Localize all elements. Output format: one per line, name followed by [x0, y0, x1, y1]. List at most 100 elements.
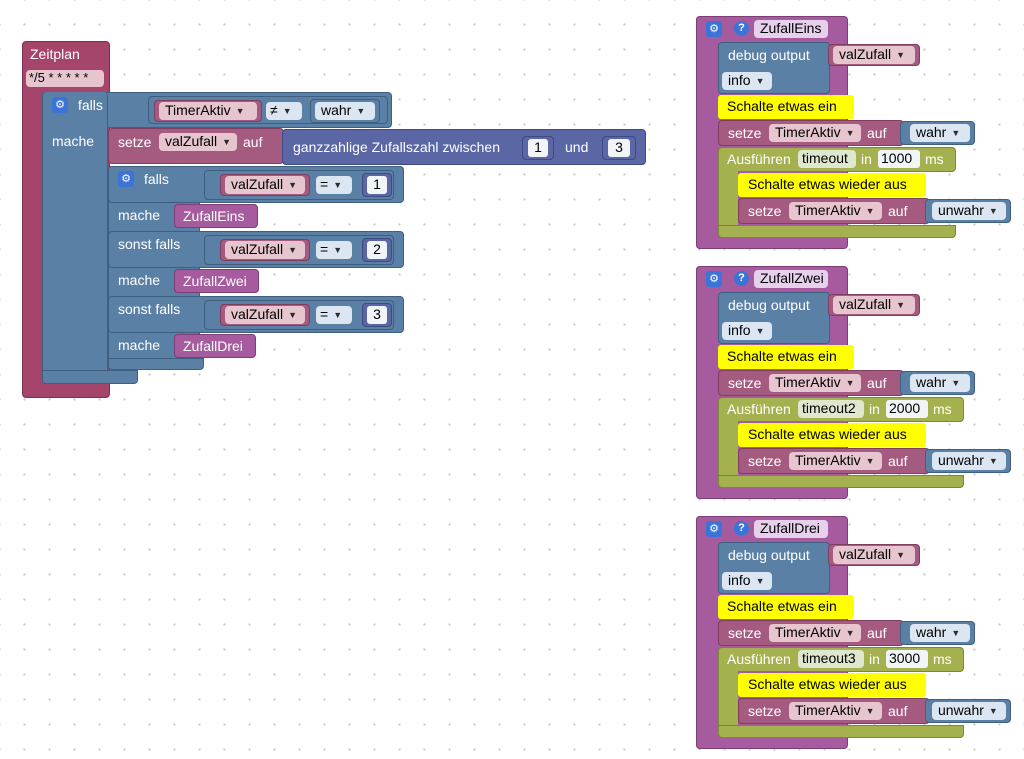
dropdown-arrow-icon: ▼ [235, 106, 245, 116]
set-var-field[interactable]: TimerAktiv▼ [769, 624, 861, 642]
set-var-field[interactable]: TimerAktiv▼ [789, 202, 882, 220]
set-value-field[interactable]: wahr▼ [910, 374, 970, 392]
function-spine [696, 16, 718, 249]
set-var-field[interactable]: valZufall▼ [159, 133, 237, 151]
set-var-field[interactable]: TimerAktiv▼ [789, 452, 882, 470]
set-value-field[interactable]: wahr▼ [910, 624, 970, 642]
dropdown-arrow-icon: ▼ [288, 245, 298, 255]
dropdown-arrow-icon: ▼ [988, 456, 998, 466]
inner-var-field-3[interactable]: valZufall▼ [225, 306, 305, 324]
set-label: setze [748, 703, 782, 719]
dropdown-arrow-icon: ▼ [896, 550, 906, 560]
function-spine [696, 266, 718, 499]
inner-value-field-3[interactable]: 3 [367, 306, 387, 324]
timeout-name-field[interactable]: timeout [798, 150, 856, 168]
set-value-field[interactable]: unwahr▼ [932, 202, 1006, 220]
timeout-ms-field[interactable]: 3000 [886, 650, 928, 668]
timeout-ms-field[interactable]: 2000 [886, 400, 928, 418]
inner-var-field-1[interactable]: valZufall▼ [225, 176, 305, 194]
function-spine [696, 516, 718, 749]
function-name-field[interactable]: ZufallDrei [754, 520, 828, 538]
dropdown-arrow-icon: ▼ [755, 76, 765, 86]
timeout-name-field[interactable]: timeout2 [798, 400, 864, 418]
dropdown-arrow-icon: ▼ [845, 628, 855, 638]
call-zufallzwei-block[interactable] [174, 269, 259, 293]
call-zufalleins-label: ZufallEins [183, 208, 245, 224]
gear-icon[interactable]: ⚙ [706, 271, 722, 287]
set-var-field[interactable]: TimerAktiv▼ [789, 702, 882, 720]
schedule-cron-field[interactable]: */5 * * * * * [26, 70, 104, 87]
debug-label: debug output [728, 547, 810, 563]
debug-level-field[interactable]: info▼ [722, 72, 772, 90]
set-label: setze [748, 203, 782, 219]
random-label: ganzzahlige Zufallszahl zwischen [293, 139, 500, 155]
dropdown-arrow-icon: ▼ [333, 180, 343, 190]
dropdown-arrow-icon: ▼ [951, 128, 961, 138]
debug-level-field[interactable]: info▼ [722, 572, 772, 590]
random-to-field[interactable]: 3 [608, 139, 630, 157]
inner-sonst-falls-label-1: sonst falls [118, 236, 181, 252]
inner-op-field-3[interactable]: =▼ [316, 306, 352, 324]
set-var-field[interactable]: TimerAktiv▼ [769, 374, 861, 392]
ms-label: ms [933, 401, 952, 417]
cond-op-field[interactable]: ≠▼ [266, 102, 302, 120]
dropdown-arrow-icon: ▼ [951, 378, 961, 388]
dropdown-arrow-icon: ▼ [865, 456, 875, 466]
dropdown-arrow-icon: ▼ [356, 106, 366, 116]
set-auf-label: auf [888, 453, 908, 469]
ms-label: ms [933, 651, 952, 667]
inner-op-field-1[interactable]: =▼ [316, 176, 352, 194]
inner-value-field-1[interactable]: 1 [367, 176, 387, 194]
set-var-field[interactable]: TimerAktiv▼ [769, 124, 861, 142]
set-value-field[interactable]: unwahr▼ [932, 452, 1006, 470]
question-icon[interactable]: ? [734, 271, 749, 286]
inner-value-field-2[interactable]: 2 [367, 241, 387, 259]
debug-var-field[interactable]: valZufall▼ [833, 546, 915, 564]
cond-var-field[interactable]: TimerAktiv▼ [159, 102, 257, 120]
if-block-main-spine [42, 92, 108, 384]
question-icon[interactable]: ? [734, 21, 749, 36]
question-icon[interactable]: ? [734, 521, 749, 536]
call-zufallzwei-label: ZufallZwei [183, 273, 247, 289]
gear-icon[interactable]: ⚙ [52, 97, 68, 113]
inner-sonst-falls-label-2: sonst falls [118, 301, 181, 317]
function-name-field[interactable]: ZufallEins [754, 20, 828, 38]
set-label: setze [728, 125, 762, 141]
cond-val-field[interactable]: wahr▼ [315, 102, 375, 120]
inner-mache-label-2: mache [118, 272, 161, 288]
set-value-field[interactable]: wahr▼ [910, 124, 970, 142]
dropdown-arrow-icon: ▼ [896, 300, 906, 310]
set-auf-label: auf [867, 125, 887, 141]
inner-var-field-2[interactable]: valZufall▼ [225, 241, 305, 259]
timeout-ms-field[interactable]: 1000 [878, 150, 920, 168]
dropdown-arrow-icon: ▼ [988, 706, 998, 716]
gear-icon[interactable]: ⚙ [706, 21, 722, 37]
if-main-mache-label: mache [52, 133, 95, 149]
set-auf-label: auf [888, 203, 908, 219]
debug-var-field[interactable]: valZufall▼ [833, 46, 915, 64]
function-name-field[interactable]: ZufallZwei [754, 270, 828, 288]
call-zufalleins-block[interactable] [174, 204, 258, 228]
gear-icon[interactable]: ⚙ [118, 171, 134, 187]
set-auf-label: auf [867, 375, 887, 391]
dropdown-arrow-icon: ▼ [222, 137, 232, 147]
random-from-field[interactable]: 1 [528, 139, 548, 157]
set-auf-label: auf [243, 134, 263, 150]
dropdown-arrow-icon: ▼ [333, 310, 343, 320]
inner-falls-label: falls [144, 171, 169, 187]
comment-off: Schalte etwas wieder aus [738, 673, 926, 697]
set-value-field[interactable]: unwahr▼ [932, 702, 1006, 720]
dropdown-arrow-icon: ▼ [865, 206, 875, 216]
debug-label: debug output [728, 297, 810, 313]
gear-icon[interactable]: ⚙ [706, 521, 722, 537]
dropdown-arrow-icon: ▼ [845, 378, 855, 388]
debug-var-field[interactable]: valZufall▼ [833, 296, 915, 314]
debug-level-field[interactable]: info▼ [722, 322, 772, 340]
timeout-name-field[interactable]: timeout3 [798, 650, 864, 668]
dropdown-arrow-icon: ▼ [288, 180, 298, 190]
inner-op-field-2[interactable]: =▼ [316, 241, 352, 259]
dropdown-arrow-icon: ▼ [333, 245, 343, 255]
set-auf-label: auf [888, 703, 908, 719]
call-zufalldrei-block[interactable] [174, 334, 256, 358]
random-int-block[interactable] [282, 129, 646, 165]
